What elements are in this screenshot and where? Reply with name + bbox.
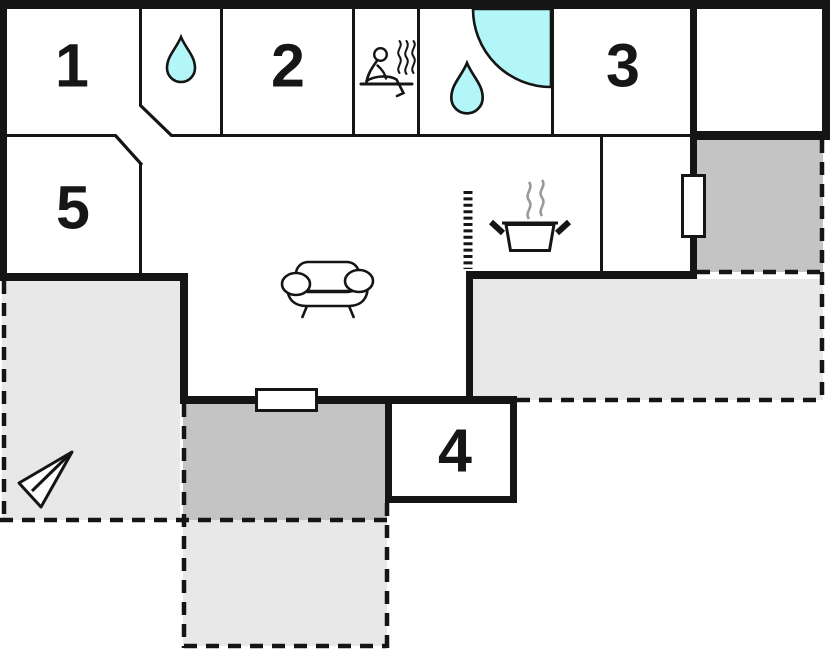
room-1-label: 1	[55, 31, 89, 100]
wall	[0, 273, 188, 281]
wall	[220, 9, 223, 137]
room-5-label: 5	[56, 173, 90, 242]
room-2-label: 2	[271, 31, 305, 100]
terrace-middle-light	[183, 520, 387, 646]
terrace-middle-dark	[183, 404, 387, 520]
wall	[180, 278, 188, 404]
wall	[385, 496, 517, 503]
kitchen	[470, 140, 600, 271]
wall	[690, 9, 697, 275]
shower-room	[420, 9, 551, 137]
bathroom	[142, 9, 220, 137]
terrace-right-light	[473, 279, 823, 400]
window	[681, 174, 706, 238]
wall	[822, 9, 830, 140]
wall	[417, 9, 420, 137]
wall	[510, 396, 517, 503]
wall	[0, 9, 7, 281]
room-3-label: 3	[606, 31, 640, 100]
wall	[0, 134, 116, 137]
wall	[466, 271, 697, 279]
wall	[691, 131, 830, 140]
wall	[466, 271, 473, 401]
wall	[352, 9, 355, 137]
wall	[0, 0, 830, 9]
wall	[139, 164, 142, 273]
wall	[600, 137, 603, 273]
sauna	[355, 9, 417, 137]
window	[255, 388, 318, 412]
entrance-hall	[603, 137, 690, 271]
wall	[139, 9, 142, 106]
wall	[180, 396, 517, 404]
wall	[171, 134, 690, 137]
storage-room	[698, 9, 822, 131]
terrace-left	[2, 281, 180, 520]
terrace-right-dark	[697, 140, 823, 272]
living-room	[188, 137, 466, 396]
wall	[551, 9, 554, 137]
wall	[385, 396, 392, 503]
room-4-label: 4	[438, 416, 472, 485]
